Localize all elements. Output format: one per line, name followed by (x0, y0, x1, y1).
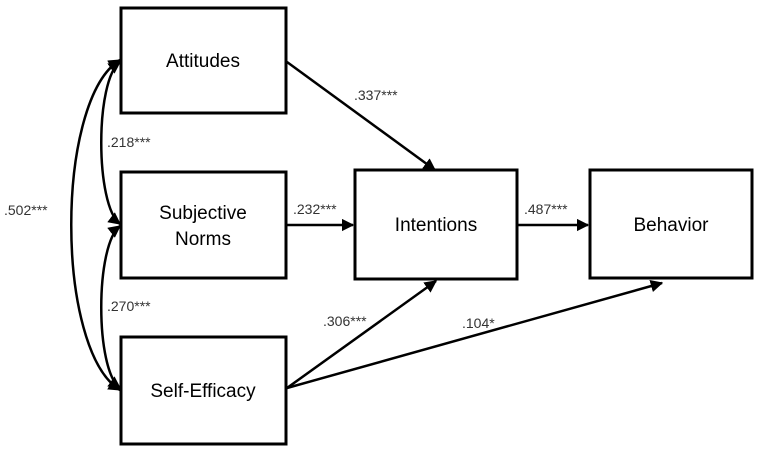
node-self-efficacy: Self-Efficacy (119, 335, 288, 446)
node-attitudes: Attitudes (119, 6, 288, 115)
arrow-efficacy-to-behavior (286, 280, 664, 390)
coef-efficacy-behavior: .104* (462, 315, 495, 331)
node-behavior: Behavior (588, 168, 754, 280)
coef-norms-intentions: .232*** (293, 201, 337, 217)
coef-attitudes-efficacy: .502*** (4, 202, 48, 218)
coef-efficacy-intentions: .306*** (323, 313, 367, 329)
node-subjective-norms-label-2: Norms (175, 229, 231, 250)
arrow-efficacy-to-intentions (286, 279, 438, 390)
arrow-attitudes-to-intentions (286, 60, 437, 172)
coef-intentions-behavior: .487*** (524, 201, 568, 217)
arc-attitudes-efficacy (70, 58, 122, 392)
node-subjective-norms-label-1: Subjective (159, 203, 247, 224)
node-self-efficacy-label: Self-Efficacy (150, 381, 256, 402)
node-attitudes-label: Attitudes (166, 51, 240, 72)
node-intentions: Intentions (353, 168, 519, 281)
coef-attitudes-norms: .218*** (107, 134, 151, 150)
node-subjective-norms: Subjective Norms (119, 170, 288, 280)
coef-norms-efficacy: .270*** (107, 298, 151, 314)
coef-attitudes-intentions: .337*** (354, 87, 398, 103)
node-behavior-label: Behavior (634, 215, 710, 236)
node-intentions-label: Intentions (395, 215, 477, 236)
